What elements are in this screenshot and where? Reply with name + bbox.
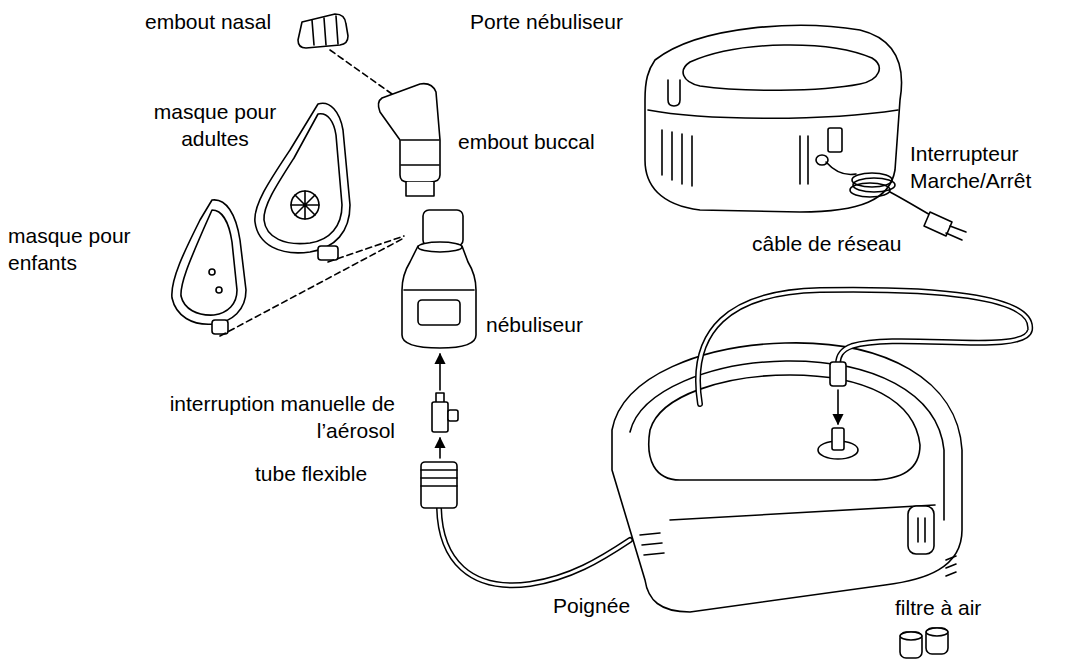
dashed-guide [330, 50, 392, 94]
child-mask-rim [181, 210, 237, 315]
nasal-tip-slots [312, 16, 338, 45]
tube-loop-inner [698, 290, 1030, 404]
part-label: tube flexible [255, 460, 367, 487]
interrupter-port [448, 410, 458, 421]
handle-outer [630, 361, 944, 520]
compressor [612, 343, 962, 612]
vents [640, 533, 956, 576]
air-filter [900, 632, 922, 658]
part-label: embout nasal [145, 8, 271, 35]
tube-connector-ribs [421, 470, 457, 486]
part-label: câble de réseau [752, 230, 901, 257]
assembly-arrow [837, 390, 839, 424]
tube-connector-body [421, 462, 457, 508]
rear-seam [648, 110, 898, 118]
assembly-arrow [439, 438, 441, 458]
flexible-tube-outer [439, 507, 630, 585]
air-port [832, 428, 844, 450]
adult-mask-stem [318, 246, 338, 260]
interrupter-body [432, 402, 448, 432]
nebulizer-seam [404, 289, 474, 291]
handle-inner [649, 375, 920, 480]
adult-mask-shell [255, 103, 350, 253]
mouthpiece-stub [406, 182, 434, 196]
nasal-tip-body [298, 14, 348, 48]
air-filter-top [900, 632, 922, 640]
child-mask-shell [172, 200, 246, 324]
nasal-tip [298, 14, 348, 48]
air-filter [926, 628, 948, 654]
air-filter-top [926, 628, 948, 636]
part-label: masque pour adultes [140, 98, 290, 152]
part-label: interruption manuelle de l’aérosol [130, 390, 395, 444]
adult-mask-valve-spokes [291, 191, 319, 219]
holder-slot [668, 80, 680, 106]
manual-interrupter [432, 393, 458, 432]
mouthpiece-rings [401, 140, 439, 165]
part-label: masque pour enfants [8, 222, 148, 276]
tube-end-connector [830, 362, 846, 386]
nebulizer-body [402, 246, 476, 348]
tube-loop-outer [698, 290, 1030, 404]
child-mask-stem [212, 320, 228, 334]
adult-mask [255, 103, 350, 260]
nebulizer-holder [683, 45, 879, 90]
flexible-tube-inner [439, 507, 630, 585]
nebulizer-cup [402, 210, 476, 348]
mouthpiece-body [378, 84, 440, 182]
part-label: Interrupteur Marche/Arrêt [910, 140, 1055, 194]
tube-connector [421, 462, 457, 508]
part-label: embout buccal [458, 128, 595, 155]
dashed-guide [220, 236, 404, 336]
air-filters [900, 628, 948, 658]
power-switch [828, 128, 842, 152]
cable-coil [853, 178, 895, 192]
filter-cover-grip [918, 518, 925, 542]
power-cable [890, 192, 932, 216]
child-mask [172, 200, 246, 334]
part-label: Porte nébuliseur [470, 8, 623, 35]
assembly-arrow [439, 354, 441, 390]
power-plug [924, 212, 952, 236]
part-label: nébuliseur [486, 311, 583, 338]
cable-socket [816, 155, 828, 165]
adult-mask-rim [264, 114, 342, 244]
part-label: filtre à air [895, 594, 981, 621]
filter-cover [908, 506, 934, 554]
nebulizer-rim [418, 242, 462, 252]
cable-coil [850, 183, 890, 197]
nebulizer-neck [423, 210, 463, 246]
child-mask-hole [209, 269, 215, 275]
compressor-housing [612, 343, 962, 612]
compressor-rear-view [645, 25, 966, 240]
rear-vents [662, 130, 808, 186]
housing-seam [670, 505, 935, 520]
nebulizer-window [418, 300, 460, 325]
rear-housing [645, 25, 902, 212]
power-cable [826, 162, 856, 175]
plug-prongs [946, 226, 966, 240]
part-label: Poignée [553, 592, 630, 619]
adult-mask-valve [291, 191, 319, 219]
child-mask-hole [216, 287, 222, 293]
mouthpiece [378, 84, 440, 196]
